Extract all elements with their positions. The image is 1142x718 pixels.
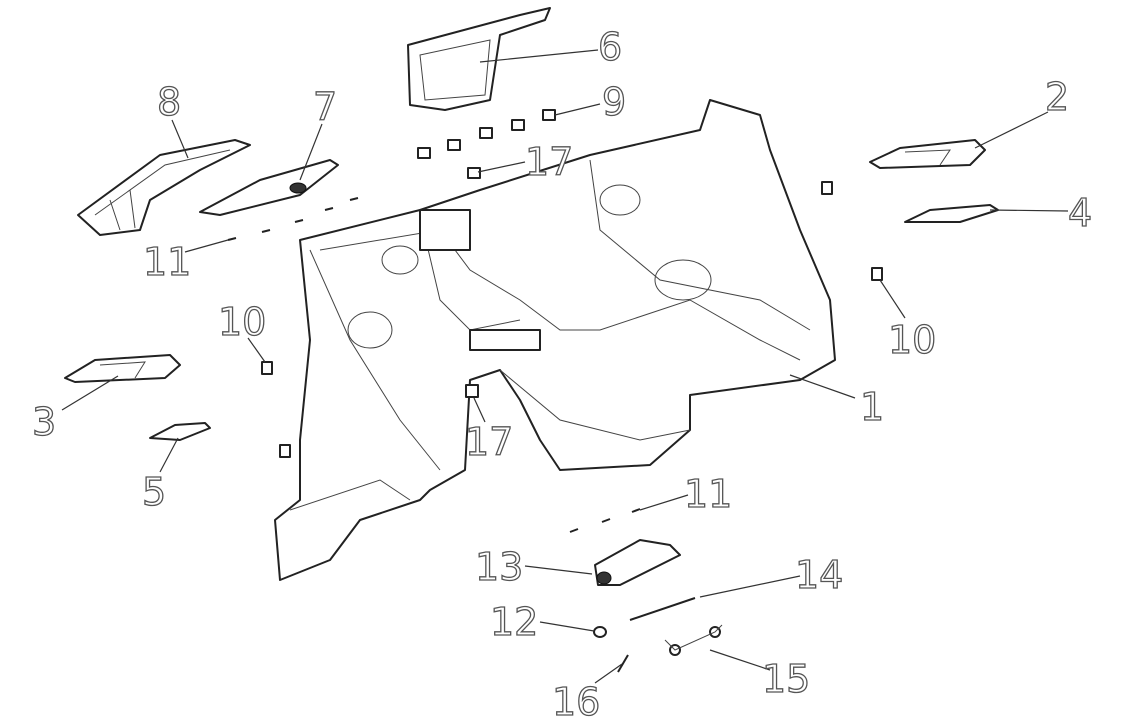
callout-7: 7 [313,85,337,129]
part-11-screws-upper [227,197,359,241]
callout-15: 15 [762,657,810,701]
part-14-rod [629,597,696,621]
part-13-latch [594,539,681,586]
callout-11: 11 [143,240,191,284]
part-6-cover [407,7,551,111]
part-2-cover [869,139,986,169]
part-10-clip [279,444,291,458]
callout-4: 4 [1068,191,1092,235]
callout-11: 11 [684,472,732,516]
callout-10: 10 [218,300,266,344]
callout-1: 1 [860,385,884,429]
part-9-clips [417,109,556,159]
part-1-main-body [274,99,836,581]
callout-5: 5 [142,470,166,514]
callout-2: 2 [1045,75,1069,119]
part-17-clip-upper [467,167,481,179]
part-10-clip [871,267,883,281]
callout-16: 16 [552,680,600,718]
callout-17: 17 [525,140,573,184]
callout-12: 12 [490,600,538,644]
part-10-clip [261,361,273,375]
part-7-panel [199,159,339,216]
leader-lines [61,49,1069,684]
part-4-strip [904,204,999,223]
part-15-spring [664,624,723,656]
callout-10: 10 [888,318,936,362]
callout-labels: 6 9 17 8 7 2 4 11 10 10 3 5 1 17 11 13 1… [31,24,1092,718]
part-8-panel [77,139,251,236]
callout-8: 8 [157,80,181,124]
callout-13: 13 [475,545,523,589]
part-16-pin [617,654,629,673]
callout-17: 17 [465,420,513,464]
callout-9: 9 [602,80,626,124]
part-17-clip-lower [465,384,479,398]
part-3-cover [64,354,181,383]
part-12-washer [593,626,607,638]
callout-6: 6 [598,25,622,69]
callout-3: 3 [32,400,56,444]
part-5-cap [149,422,211,441]
callout-14: 14 [795,553,843,597]
part-10-clip [821,181,833,195]
part-11-screws-lower [569,508,641,533]
